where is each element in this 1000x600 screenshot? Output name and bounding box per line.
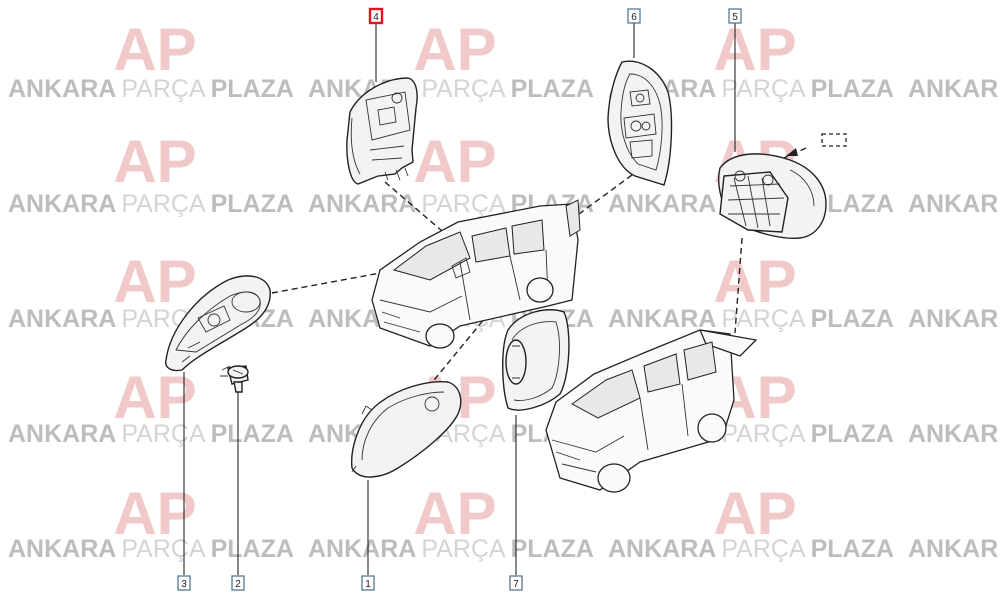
part-1-lens[interactable] bbox=[351, 381, 462, 478]
watermark-logo: AP bbox=[113, 248, 196, 315]
callout-2[interactable]: 2 bbox=[231, 575, 245, 591]
watermark-text: ANKAR bbox=[908, 305, 998, 333]
assembly-line-6 bbox=[567, 174, 633, 223]
part-2-screw[interactable] bbox=[220, 365, 249, 393]
vehicle-view-rear bbox=[545, 329, 758, 493]
callout-label-5: 5 bbox=[732, 12, 738, 23]
watermark-logo: AP bbox=[413, 480, 496, 547]
watermark-text: ANKAR bbox=[908, 535, 998, 563]
callout-labels: 4 6 5 3 2 1 7 bbox=[177, 7, 742, 591]
callout-label-1: 1 bbox=[365, 579, 371, 590]
callout-3[interactable]: 3 bbox=[177, 575, 191, 591]
vehicle-view-front bbox=[371, 199, 581, 349]
watermark-text: ANKAR bbox=[908, 75, 998, 103]
callout-4[interactable]: 4 bbox=[368, 7, 384, 25]
callout-5[interactable]: 5 bbox=[728, 8, 742, 24]
callout-label-6: 6 bbox=[631, 12, 637, 23]
callout-label-7: 7 bbox=[513, 579, 519, 590]
part-3-side-lamp[interactable] bbox=[165, 275, 271, 372]
watermark-logo: AP bbox=[413, 128, 496, 195]
leader-lines bbox=[183, 23, 736, 575]
watermark-logo: AP bbox=[713, 480, 796, 547]
callout-7[interactable]: 7 bbox=[509, 575, 523, 591]
assembly-line-5 bbox=[734, 237, 743, 334]
watermark-logo: AP bbox=[713, 16, 796, 83]
callout-1[interactable]: 1 bbox=[361, 575, 375, 591]
watermark-text: ANKAR bbox=[908, 190, 998, 218]
clip-reference-icon bbox=[786, 133, 847, 156]
watermark-logo: AP bbox=[113, 480, 196, 547]
part-5-bulb-holder[interactable] bbox=[718, 153, 827, 240]
watermark-logo: AP bbox=[113, 16, 196, 83]
callout-label-4: 4 bbox=[373, 12, 379, 23]
part-7-lens[interactable] bbox=[502, 309, 570, 411]
part-6-rear-lamp[interactable] bbox=[607, 60, 673, 186]
callout-label-3: 3 bbox=[181, 579, 187, 590]
part-4-lamp-housing[interactable] bbox=[346, 77, 418, 185]
watermark-logo: AP bbox=[113, 128, 196, 195]
callout-label-2: 2 bbox=[235, 579, 241, 590]
callout-6[interactable]: 6 bbox=[627, 8, 641, 24]
watermark-logo: AP bbox=[113, 364, 196, 431]
watermark-text: ANKAR bbox=[908, 420, 998, 448]
watermark-logo: AP bbox=[713, 248, 796, 315]
watermark-logo: AP bbox=[413, 16, 496, 83]
